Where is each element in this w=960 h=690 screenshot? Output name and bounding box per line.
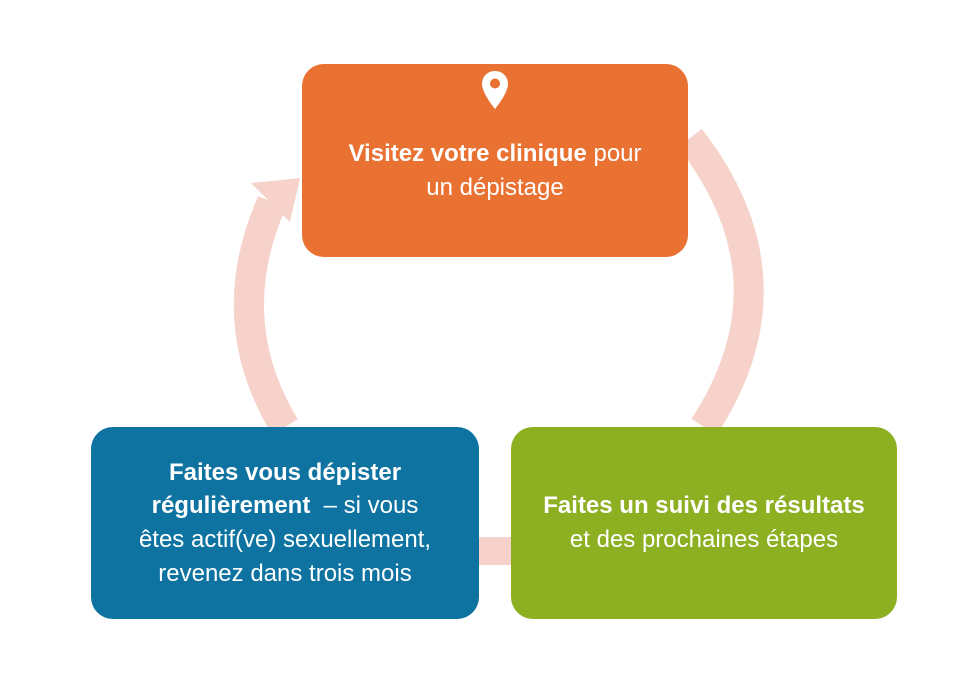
regular-line-4: revenez dans trois mois bbox=[158, 559, 412, 587]
visit-bold-text: Visitez votre clinique bbox=[348, 139, 587, 167]
regular-bold-line-2: régulièrement bbox=[151, 492, 311, 520]
step-visit-clinic: Visitez votre clinique pour un dépistage bbox=[302, 64, 688, 257]
regular-rest-line-2: – si vous bbox=[310, 492, 419, 520]
followup-bold-text: Faites un suivi des résultats bbox=[543, 492, 865, 520]
visit-rest-text: pour bbox=[586, 139, 642, 167]
followup-line-2: et des prochaines étapes bbox=[569, 526, 839, 553]
arrow-regular-to-visit bbox=[233, 195, 298, 435]
arrow-visit-to-followup bbox=[678, 128, 764, 436]
visit-line-2: un dépistage bbox=[426, 173, 564, 201]
arrow-followup-to-regular bbox=[479, 537, 511, 565]
step-regular-screening: Faites vous dépister régulièrement – si … bbox=[91, 427, 479, 619]
location-pin-icon bbox=[482, 71, 508, 109]
regular-line-3: êtes actif(ve) sexuellement, bbox=[138, 526, 432, 553]
regular-bold-line-1: Faites vous dépister bbox=[168, 458, 402, 486]
arrowhead-up bbox=[251, 178, 300, 222]
step-followup-results: Faites un suivi des résultats et des pro… bbox=[511, 427, 897, 619]
regular-line-2: régulièrement – si vous bbox=[152, 489, 419, 523]
visit-line-1: Visitez votre clinique pour bbox=[348, 137, 641, 171]
